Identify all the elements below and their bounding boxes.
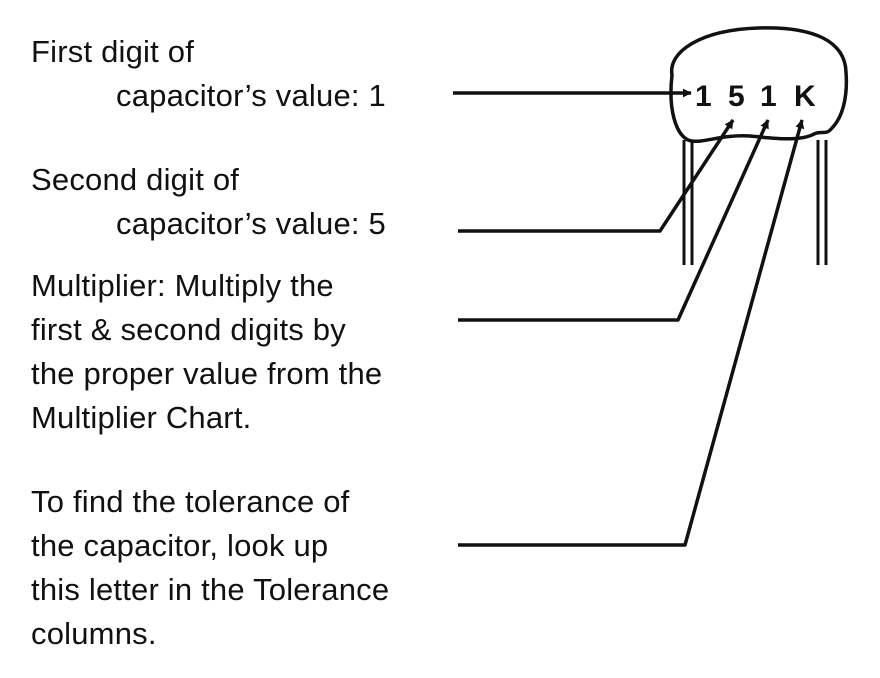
code-char-tolerance: K [794,80,816,113]
tolerance-label-line-2: the capacitor, look up [31,528,329,563]
multiplier-label-line-4: Multiplier Chart. [31,400,252,435]
capacitor-leads [682,140,828,265]
second-digit-label: Second digit of capacitor’s value: 5 [31,158,386,246]
arrow-tolerance [458,119,805,547]
tolerance-label-line-4: columns. [31,616,157,651]
tolerance-label-line-1: To find the tolerance of [31,484,350,519]
code-char-second-digit: 5 [728,80,745,113]
arrow-second-digit [458,119,735,233]
multiplier-label-line-1: Multiplier: Multiply the [31,268,334,303]
capacitor-code: 1 5 1 K [695,80,816,113]
first-digit-label-line-2: capacitor’s value: 1 [116,78,386,113]
second-digit-label-line-1: Second digit of [31,162,240,197]
first-digit-label-line-1: First digit of [31,34,195,69]
multiplier-label-line-3: the proper value from the [31,356,383,391]
arrow-multiplier [458,119,770,322]
tolerance-label-line-3: this letter in the Tolerance [31,572,390,607]
first-digit-label: First digit of capacitor’s value: 1 [31,30,386,118]
tolerance-label: To find the tolerance of the capacitor, … [31,480,389,656]
code-char-multiplier: 1 [760,80,777,113]
multiplier-label-line-2: first & second digits by [31,312,346,347]
second-digit-label-line-2: capacitor’s value: 5 [116,206,386,241]
code-char-first-digit: 1 [695,80,712,113]
leader-lines [453,88,805,547]
multiplier-label: Multiplier: Multiply the first & second … [31,264,382,440]
capacitor-body [669,26,849,144]
